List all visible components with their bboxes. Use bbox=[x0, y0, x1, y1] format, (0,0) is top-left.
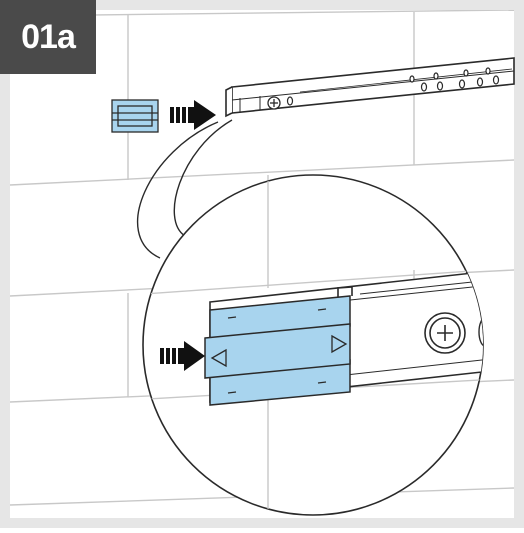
drawer-slide-top bbox=[225, 57, 515, 118]
bracket-small bbox=[111, 99, 159, 133]
screw-head-icon bbox=[267, 96, 281, 110]
arrow-right-icon bbox=[160, 341, 205, 371]
arrow-right-icon bbox=[170, 100, 216, 130]
screw-head-icon bbox=[424, 312, 466, 354]
rail-holes bbox=[286, 67, 500, 106]
bracket-markings bbox=[210, 308, 348, 394]
zoom-connector bbox=[137, 119, 233, 259]
step-badge: 01a bbox=[0, 0, 96, 74]
bracket-large bbox=[204, 295, 351, 406]
